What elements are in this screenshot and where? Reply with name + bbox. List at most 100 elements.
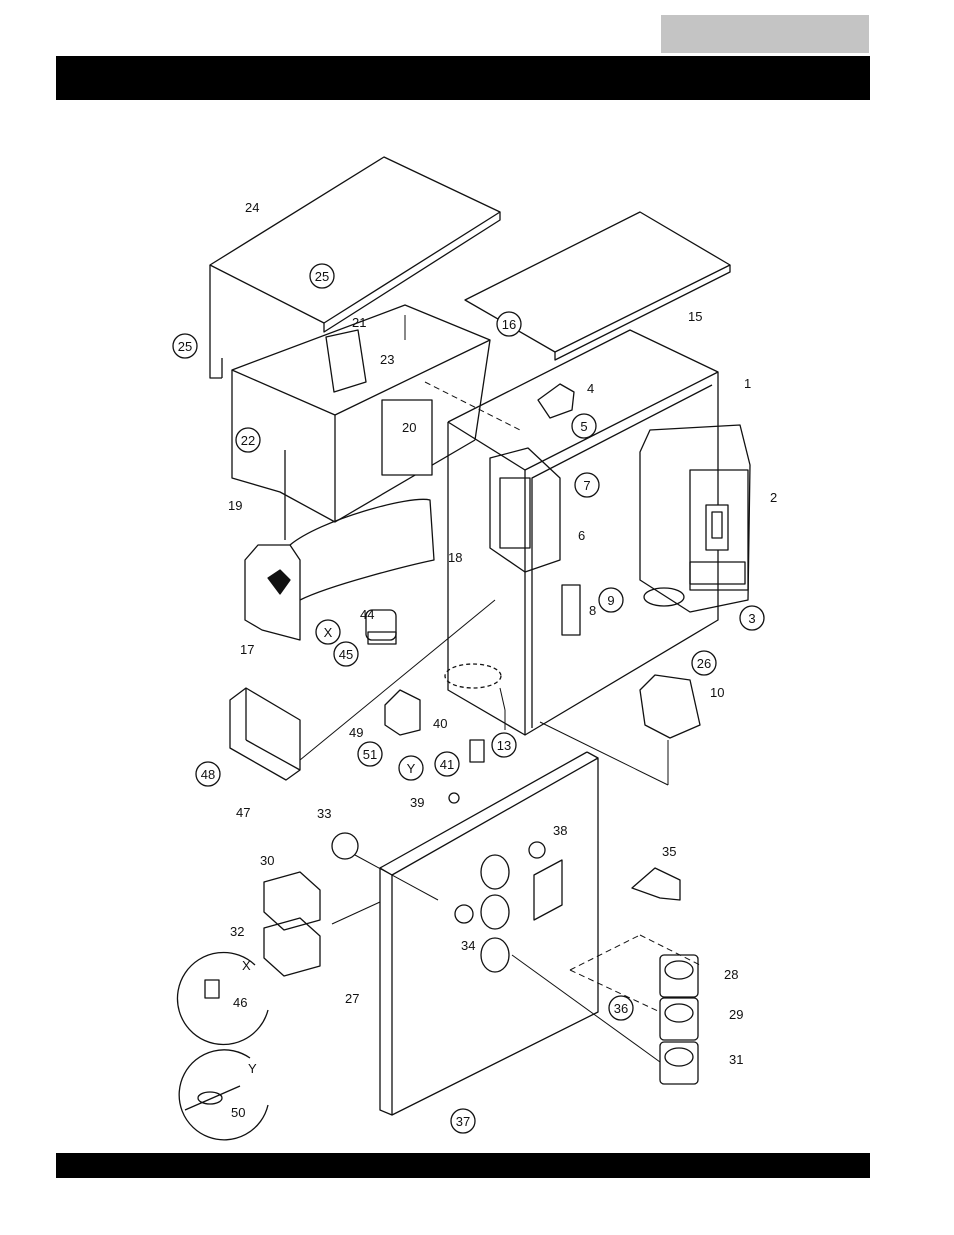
plain-labels: 1 2 4 6 8 10 15 17 18 19 20 21 23 24 27 … <box>228 200 777 1120</box>
callout-25b: 25 <box>172 333 198 359</box>
page-tab-box <box>661 15 869 53</box>
callout-9: 9 <box>598 587 624 613</box>
callout-37: 37 <box>450 1108 476 1134</box>
label-46: 46 <box>233 995 247 1010</box>
label-4: 4 <box>587 381 594 396</box>
label-18: 18 <box>448 550 462 565</box>
label-33: 33 <box>317 806 331 821</box>
label-17: 17 <box>240 642 254 657</box>
svg-text:Y: Y <box>407 761 416 776</box>
bracket-35 <box>631 867 681 901</box>
svg-text:9: 9 <box>607 593 614 608</box>
label-19: 19 <box>228 498 242 513</box>
label-27: 27 <box>345 991 359 1006</box>
rotary-switch-17 <box>244 498 435 641</box>
label-32: 32 <box>230 924 244 939</box>
callout-13: 13 <box>491 732 517 758</box>
callout-45: 45 <box>333 641 359 667</box>
side-box-19 <box>231 304 491 540</box>
label-20: 20 <box>402 420 416 435</box>
svg-text:25: 25 <box>178 339 192 354</box>
label-1: 1 <box>744 376 751 391</box>
callout-y: Y <box>398 755 424 781</box>
label-23: 23 <box>380 352 394 367</box>
top-cover-24 <box>209 156 501 379</box>
callout-36: 36 <box>608 995 634 1021</box>
contactor-10 <box>639 674 701 739</box>
callout-25a: 25 <box>309 263 335 289</box>
header-bar <box>56 56 870 100</box>
svg-text:25: 25 <box>315 269 329 284</box>
callout-51: 51 <box>357 741 383 767</box>
main-enclosure-1 <box>444 329 719 736</box>
svg-text:5: 5 <box>580 419 587 434</box>
label-y: Y <box>248 1061 257 1076</box>
callout-48: 48 <box>195 761 221 787</box>
relay-30 <box>263 871 321 931</box>
meter-31 <box>659 1041 699 1085</box>
svg-text:X: X <box>324 625 333 640</box>
callout-22: 22 <box>235 427 261 453</box>
relay-44 <box>365 609 397 645</box>
callout-5: 5 <box>571 413 597 439</box>
part-49 <box>384 689 421 736</box>
part-41 <box>469 739 485 763</box>
label-34: 34 <box>461 938 475 953</box>
svg-text:3: 3 <box>748 611 755 626</box>
callout-7: 7 <box>574 472 600 498</box>
detail-x <box>176 951 269 1046</box>
plate-21 <box>325 329 367 393</box>
label-x: X <box>242 958 251 973</box>
svg-text:16: 16 <box>502 317 516 332</box>
label-6: 6 <box>578 528 585 543</box>
part-34 <box>454 904 474 924</box>
svg-text:22: 22 <box>241 433 255 448</box>
svg-text:45: 45 <box>339 647 353 662</box>
meter-29 <box>659 997 699 1041</box>
knob-33 <box>331 832 359 860</box>
svg-text:26: 26 <box>697 656 711 671</box>
svg-text:36: 36 <box>614 1001 628 1016</box>
label-15: 15 <box>688 309 702 324</box>
label-2: 2 <box>770 490 777 505</box>
svg-text:7: 7 <box>583 478 590 493</box>
circled-labels: 3 5 7 9 13 16 22 25 25 26 36 37 41 45 48… <box>172 263 765 1134</box>
part-38 <box>528 841 546 859</box>
label-39: 39 <box>410 795 424 810</box>
callout-16: 16 <box>496 311 522 337</box>
label-35: 35 <box>662 844 676 859</box>
terminal-block-47 <box>229 687 301 781</box>
meter-28 <box>659 954 699 998</box>
label-50: 50 <box>231 1105 245 1120</box>
leader-lines <box>299 315 701 1063</box>
footer-bar <box>56 1153 870 1178</box>
svg-text:41: 41 <box>440 757 454 772</box>
detail-y <box>178 1049 269 1141</box>
callout-x: X <box>315 619 341 645</box>
label-31: 31 <box>729 1052 743 1067</box>
svg-text:13: 13 <box>497 738 511 753</box>
part-4 <box>537 383 575 419</box>
callout-26: 26 <box>691 650 717 676</box>
svg-text:37: 37 <box>456 1114 470 1129</box>
label-8: 8 <box>589 603 596 618</box>
label-30: 30 <box>260 853 274 868</box>
label-21: 21 <box>352 315 366 330</box>
part-39 <box>448 792 460 804</box>
top-cover-15 <box>464 211 731 361</box>
svg-text:48: 48 <box>201 767 215 782</box>
transformer-6 <box>489 447 561 573</box>
label-10: 10 <box>710 685 724 700</box>
label-47: 47 <box>236 805 250 820</box>
part-8 <box>561 584 581 636</box>
callout-41: 41 <box>434 751 460 777</box>
callout-3: 3 <box>739 605 765 631</box>
circuit-breaker-2 <box>639 424 751 613</box>
svg-text:51: 51 <box>363 747 377 762</box>
label-44: 44 <box>360 607 374 622</box>
label-28: 28 <box>724 967 738 982</box>
label-38: 38 <box>553 823 567 838</box>
label-40: 40 <box>433 716 447 731</box>
relay-32 <box>263 917 321 977</box>
